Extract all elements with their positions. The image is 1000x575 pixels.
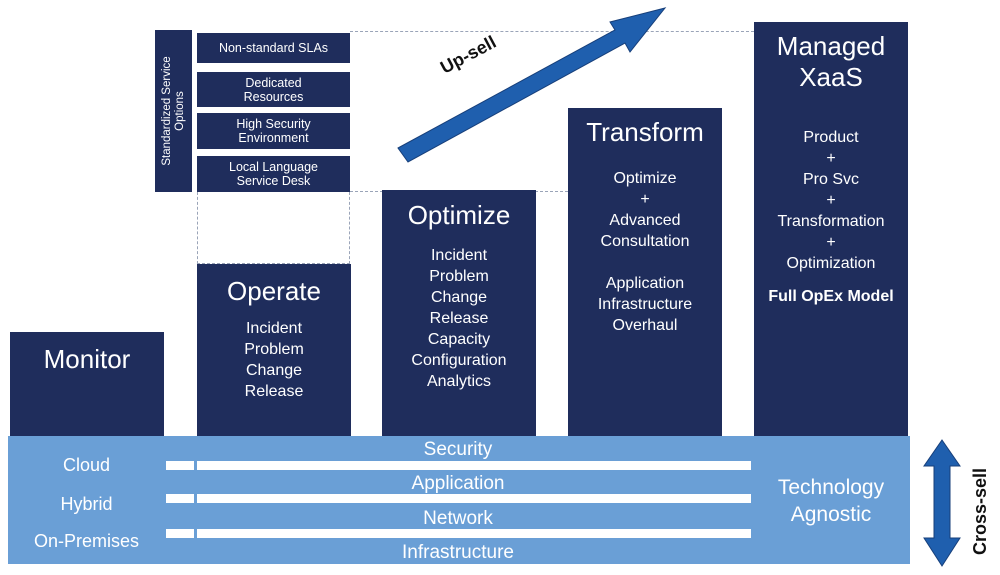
crosssell-label: Cross-sell: [970, 467, 990, 555]
layer-security: Security: [423, 439, 493, 460]
layer-network: Network: [423, 508, 493, 529]
operate-lines: Incident Problem Change Release: [244, 320, 304, 400]
dashed-transform-guide: [535, 191, 568, 192]
deployment-on-premises: On-Premises: [33, 531, 140, 551]
technology-agnostic-label: Technology Agnostic: [777, 476, 885, 526]
optimize-title: Optimize: [407, 200, 511, 230]
layer-separator: [197, 494, 751, 503]
column-optimize: Optimize Incident Problem Change Release…: [382, 190, 536, 438]
service-options-label: Standardized Service Options: [160, 56, 186, 166]
crosssell-arrow-icon: [923, 439, 961, 567]
column-monitor: Monitor: [10, 332, 164, 438]
optimize-lines: Incident Problem Change Release Capacity…: [411, 247, 507, 390]
column-transform: Transform Optimize + Advanced Consultati…: [568, 108, 722, 438]
dashed-top-guide: [350, 31, 754, 32]
layer-separator: [166, 494, 194, 503]
operate-title: Operate: [227, 276, 321, 306]
layer-application: Application: [411, 473, 505, 494]
managed-lines: Product + Pro Svc + Transformation + Opt…: [754, 127, 908, 307]
managed-title: Managed XaaS: [776, 31, 886, 92]
layer-separator: [166, 461, 194, 470]
option-high-security: High Security Environment: [197, 113, 350, 149]
deployment-cloud: Cloud: [62, 455, 111, 475]
upsell-arrow-icon: [397, 7, 667, 163]
transform-title: Transform: [586, 117, 704, 147]
transform-lines: Optimize + Advanced Consultation Applica…: [597, 170, 693, 334]
monitor-title: Monitor: [43, 344, 131, 374]
service-options-label-box: Standardized Service Options: [155, 30, 192, 192]
option-local-language: Local Language Service Desk: [197, 156, 350, 192]
full-opex-label: Full OpEx Model: [768, 288, 894, 305]
option-nonstandard-slas: Non-standard SLAs: [197, 33, 350, 63]
option-dedicated-resources: Dedicated Resources: [197, 72, 350, 107]
layer-separator: [197, 529, 751, 538]
layer-infrastructure: Infrastructure: [402, 542, 514, 563]
dashed-operate-box: [197, 192, 350, 264]
column-managed-xaas: Managed XaaS Product + Pro Svc + Transfo…: [754, 22, 908, 438]
layer-separator: [166, 529, 194, 538]
column-operate: Operate Incident Problem Change Release: [197, 264, 351, 438]
dashed-optimize-guide: [350, 191, 383, 192]
layer-separator: [197, 461, 751, 470]
deployment-hybrid: Hybrid: [60, 494, 113, 514]
